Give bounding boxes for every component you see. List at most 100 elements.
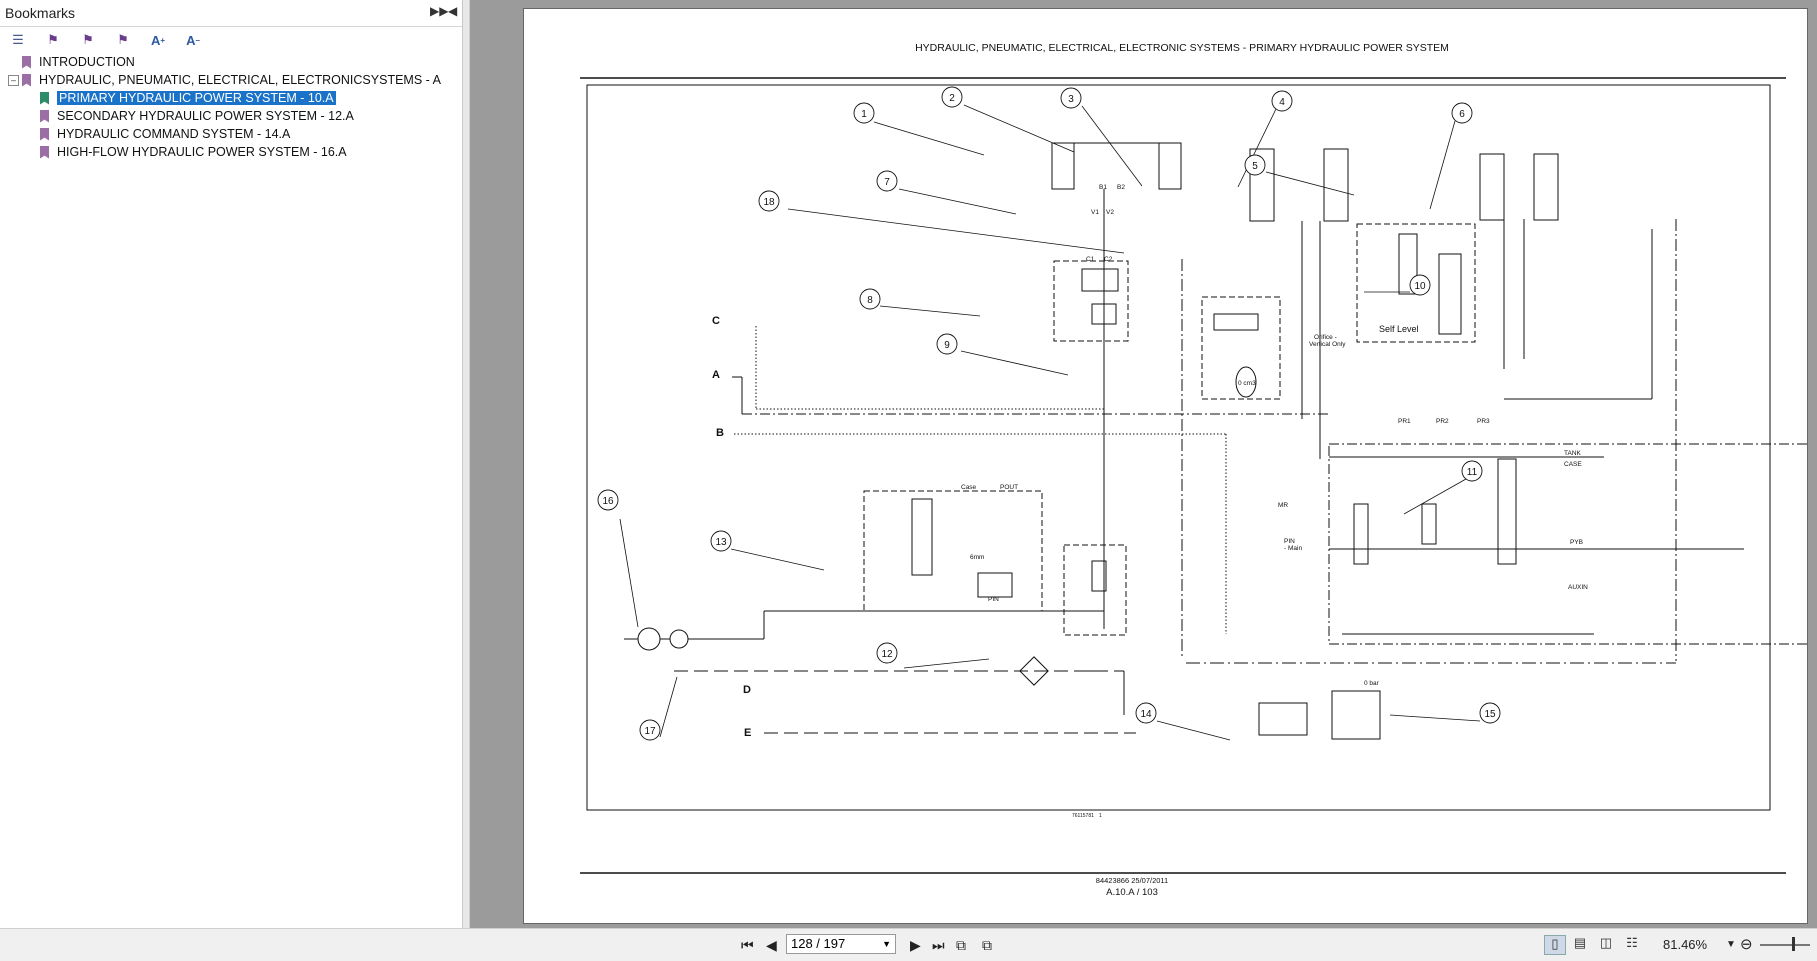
page-number-input[interactable]: 128 / 197 ▼ xyxy=(786,934,896,954)
callout-13: 13 xyxy=(715,537,727,548)
bookmark-item-hydraulic-systems[interactable]: HYDRAULIC, PNEUMATIC, ELECTRICAL, ELECTR… xyxy=(22,71,441,89)
delete-bookmark-icon[interactable]: ⚑ xyxy=(117,32,129,47)
pr2-label: PR2 xyxy=(1436,418,1449,425)
main-label: - Main xyxy=(1284,545,1302,552)
page-title: HYDRAULIC, PNEUMATIC, ELECTRICAL, ELECTR… xyxy=(915,42,1449,54)
c2-label: C2 xyxy=(1104,256,1113,263)
bookmark-icon xyxy=(40,91,49,105)
pin-label: PIN xyxy=(988,596,999,603)
collapse-panel-icon[interactable]: ◀ xyxy=(448,4,458,18)
zoom-slider[interactable] xyxy=(1760,944,1810,946)
case-label: CASE xyxy=(1564,461,1582,468)
callout-4: 4 xyxy=(1279,97,1285,108)
mm-label: 6mm xyxy=(970,554,984,561)
continuous-view-icon[interactable]: ▤ xyxy=(1573,935,1587,950)
callout-3: 3 xyxy=(1068,94,1074,105)
zoom-level[interactable]: 81.46% xyxy=(1663,937,1708,952)
bookmark-label: HYDRAULIC, PNEUMATIC, ELECTRICAL, ELECTR… xyxy=(39,73,441,87)
document-page: HYDRAULIC, PNEUMATIC, ELECTRICAL, ELECTR… xyxy=(523,8,1817,924)
bookmarks-title: Bookmarks xyxy=(5,5,76,21)
drawing-sheet: 1 xyxy=(1099,813,1102,819)
first-page-icon[interactable]: ⏮ xyxy=(741,937,754,953)
v1-label: V1 xyxy=(1091,209,1099,216)
document-viewer: HYDRAULIC, PNEUMATIC, ELECTRICAL, ELECTR… xyxy=(470,0,1817,928)
b2-label: B2 xyxy=(1117,184,1125,191)
last-page-icon[interactable]: ⏭ xyxy=(932,937,945,953)
rotate-view-icon[interactable]: ⧉ xyxy=(956,937,966,953)
footer-page-ref: A.10.A / 103 xyxy=(1106,887,1158,898)
bookmark-icon xyxy=(40,109,49,123)
options-menu-icon[interactable]: ▶▶ xyxy=(430,4,449,18)
expand-all-icon[interactable]: ☰ xyxy=(12,32,24,47)
callout-9: 9 xyxy=(944,340,950,351)
port-b: B xyxy=(716,427,724,439)
zoom-dropdown-icon[interactable]: ▼ xyxy=(1726,939,1736,950)
schematic-page: HYDRAULIC, PNEUMATIC, ELECTRICAL, ELECTR… xyxy=(580,42,1817,898)
single-page-view-icon[interactable]: ▯ xyxy=(1544,935,1566,955)
page-number-value: 128 / 197 xyxy=(791,936,846,951)
callout-15: 15 xyxy=(1484,709,1496,720)
b1-label: B1 xyxy=(1099,184,1107,191)
cm3-label: 0 cm3 xyxy=(1238,380,1256,387)
font-smaller-icon[interactable]: A– xyxy=(186,32,200,48)
callout-17: 17 xyxy=(644,726,656,737)
bookmark-item-primary-hydraulic[interactable]: PRIMARY HYDRAULIC POWER SYSTEM - 10.A xyxy=(40,89,336,107)
bar-label: 0 bar xyxy=(1364,680,1380,687)
pr1-label: PR1 xyxy=(1398,418,1411,425)
bookmark-icon xyxy=(22,73,31,87)
callout-11: 11 xyxy=(1467,467,1478,478)
bookmarks-panel: Bookmarks ▶▶ ◀ ☰ ⚑ ⚑ ⚑ A+ A– INTRODUCTIO… xyxy=(0,0,463,928)
font-larger-icon[interactable]: A+ xyxy=(150,32,166,48)
callout-2: 2 xyxy=(949,93,955,104)
bookmark-item-hydraulic-command[interactable]: HYDRAULIC COMMAND SYSTEM - 14.A xyxy=(40,125,290,143)
bookmark-icon xyxy=(40,145,49,159)
bookmark-label: SECONDARY HYDRAULIC POWER SYSTEM - 12.A xyxy=(57,109,354,123)
tank-label: TANK xyxy=(1564,450,1582,457)
self-level-label: Self Level xyxy=(1379,324,1419,334)
callout-1: 1 xyxy=(861,109,867,120)
bookmark-label: HIGH-FLOW HYDRAULIC POWER SYSTEM - 16.A xyxy=(57,145,347,159)
port-d: D xyxy=(743,684,751,696)
callout-8: 8 xyxy=(867,295,873,306)
bookmark-label: INTRODUCTION xyxy=(39,55,135,69)
pout-label: POUT xyxy=(1000,484,1018,491)
footer-doc-id: 84423866 25/07/2011 xyxy=(1096,876,1168,885)
bookmark-item-high-flow[interactable]: HIGH-FLOW HYDRAULIC POWER SYSTEM - 16.A xyxy=(40,143,347,161)
facing-view-icon[interactable]: ◫ xyxy=(1599,935,1613,950)
panel-splitter[interactable] xyxy=(463,0,470,928)
auxin-label: AUXIN xyxy=(1568,584,1588,591)
callout-10: 10 xyxy=(1414,281,1426,292)
add-bookmark-icon[interactable]: ⚑ xyxy=(47,32,59,47)
zoom-out-icon[interactable]: ⊖ xyxy=(1740,936,1753,953)
rotate-view-2-icon[interactable]: ⧉ xyxy=(982,937,992,953)
chevron-down-icon[interactable]: ▼ xyxy=(882,939,891,949)
callout-6: 6 xyxy=(1459,109,1465,120)
mr-label: MR xyxy=(1278,502,1288,509)
port-e: E xyxy=(744,727,751,739)
component-labels: Orifice - Vertical Only TANK CASE Case P… xyxy=(961,184,1588,687)
bookmark-item-introduction[interactable]: INTRODUCTION xyxy=(22,53,135,71)
next-page-icon[interactable]: ▶ xyxy=(910,937,921,953)
orifice-label: Orifice - xyxy=(1314,334,1337,341)
zoom-slider-handle[interactable] xyxy=(1792,937,1795,951)
bookmark-item-secondary-hydraulic[interactable]: SECONDARY HYDRAULIC POWER SYSTEM - 12.A xyxy=(40,107,354,125)
bookmark-icon xyxy=(40,127,49,141)
c1-label: C1 xyxy=(1086,256,1095,263)
callout-16: 16 xyxy=(602,496,614,507)
callout-5: 5 xyxy=(1252,161,1258,172)
collapse-toggle-icon[interactable]: – xyxy=(8,75,19,86)
case2-label: Case xyxy=(961,484,977,491)
continuous-facing-view-icon[interactable]: ☷ xyxy=(1626,935,1638,950)
callout-14: 14 xyxy=(1140,709,1152,720)
vertical-only-label: Vertical Only xyxy=(1309,341,1346,348)
drawing-number: 76115781 xyxy=(1072,813,1094,819)
bookmark-properties-icon[interactable]: ⚑ xyxy=(82,32,94,47)
pin-main-label: PIN xyxy=(1284,538,1295,545)
callout-12: 12 xyxy=(881,649,893,660)
previous-page-icon[interactable]: ◀ xyxy=(766,937,777,953)
pyb-label: PYB xyxy=(1570,539,1583,546)
callout-group: 1 2 3 4 5 6 7 8 9 10 11 12 13 14 15 16 1… xyxy=(597,86,1501,741)
status-bar: ⏮ ◀ 128 / 197 ▼ ▶ ⏭ ⧉ ⧉ ▯ ▤ ◫ ☷ 81.46% ▼… xyxy=(0,928,1817,961)
port-letters: C A B D E xyxy=(712,315,751,739)
bookmarks-header: Bookmarks ▶▶ ◀ xyxy=(0,0,462,27)
